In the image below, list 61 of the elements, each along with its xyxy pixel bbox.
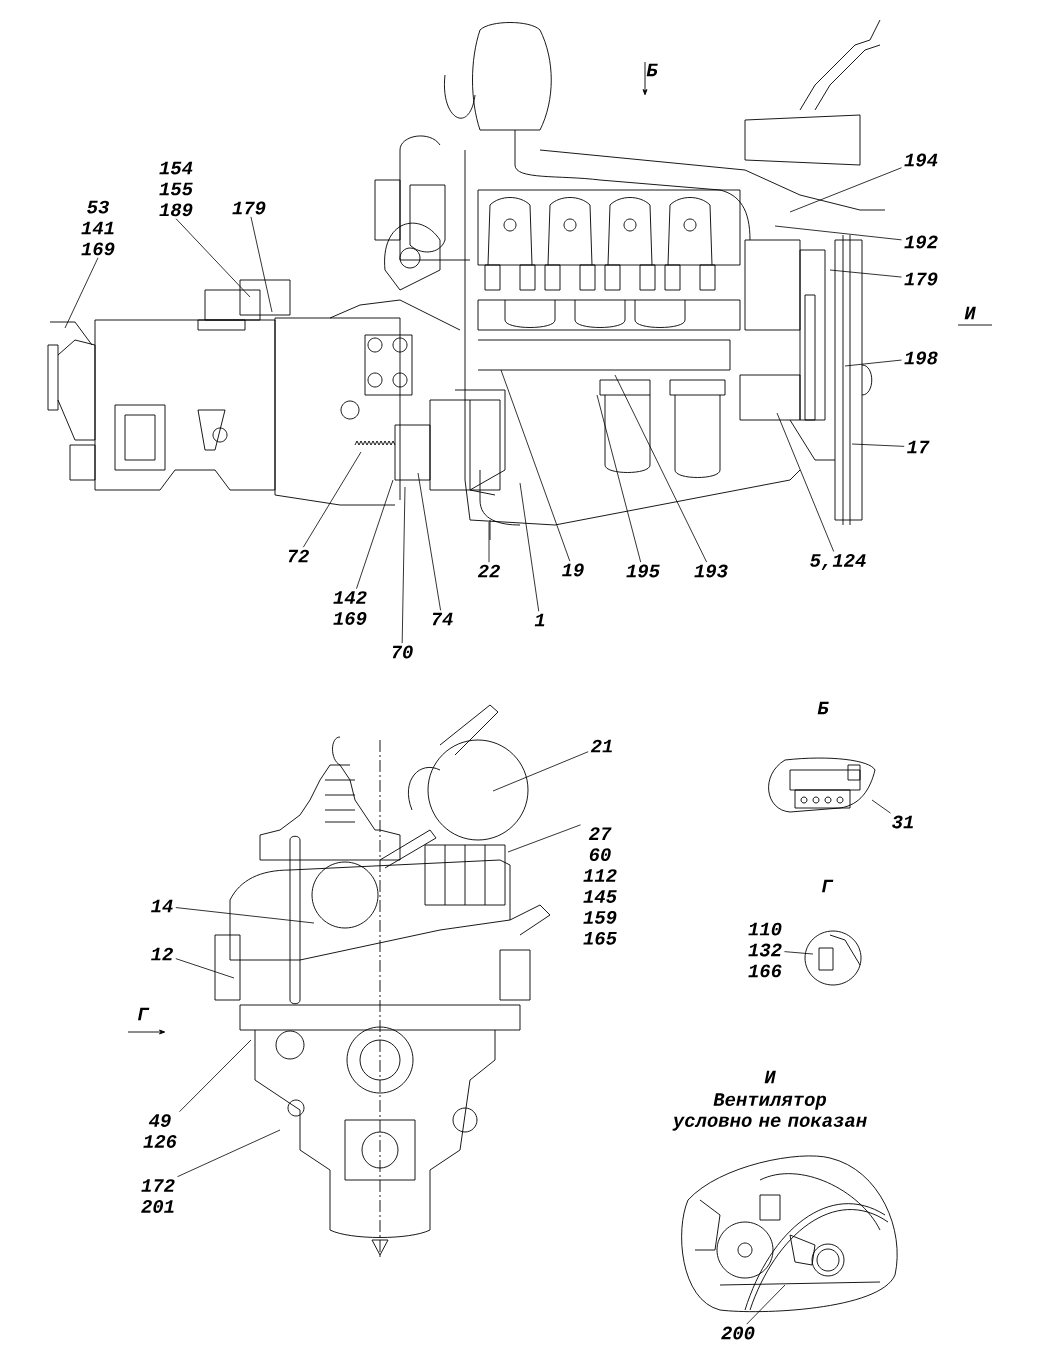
- callout-number: 74: [432, 612, 453, 626]
- view-title: Г: [822, 879, 834, 893]
- callout-number: 31: [892, 815, 913, 829]
- callout-number: 172 201: [141, 1179, 175, 1213]
- leader-line: [250, 216, 273, 313]
- leader-line: [175, 958, 235, 979]
- callout-number: 1: [534, 613, 545, 627]
- callout-number: 27 60 112 145 159 165: [583, 827, 617, 945]
- leader-line: [175, 218, 251, 298]
- view-letter: Г: [138, 1007, 150, 1021]
- leader-line: [500, 369, 571, 562]
- leader-line: [488, 521, 490, 563]
- callout-number: 195: [626, 564, 660, 578]
- callout-number: 192: [904, 235, 938, 249]
- leader-line: [179, 1039, 252, 1113]
- leader-line: [746, 1284, 786, 1325]
- leader-line: [401, 486, 406, 644]
- callout-number: 193: [694, 564, 728, 578]
- callout-number: 179: [904, 272, 938, 286]
- leader-line: [302, 451, 362, 548]
- leader-line: [789, 167, 902, 213]
- callout-number: 70: [392, 645, 413, 659]
- leader-line: [519, 482, 540, 612]
- callout-number: 198: [904, 351, 938, 365]
- callout-number: 49 126: [143, 1114, 177, 1148]
- callout-number: 179: [232, 201, 266, 215]
- view-title: И: [764, 1070, 776, 1084]
- callout-number: 194: [904, 153, 938, 167]
- note-text: Вентилятор условно не показан: [672, 1093, 867, 1131]
- leader-line: [356, 479, 394, 590]
- view-title: Б: [817, 701, 829, 715]
- callout-number: 200: [721, 1326, 755, 1340]
- callout-number: 19: [562, 563, 584, 577]
- view-letter: Б: [646, 63, 658, 77]
- leader-line: [844, 359, 902, 367]
- leader-line: [64, 257, 99, 329]
- callout-number: 142 169: [333, 591, 367, 625]
- leader-line: [871, 799, 891, 814]
- leader-line: [851, 443, 905, 447]
- leader-line: [417, 472, 441, 611]
- leader-line: [614, 374, 708, 563]
- view-letter: И: [964, 306, 976, 320]
- leader-line: [774, 225, 902, 241]
- leader-line: [784, 951, 814, 955]
- leader-line: [596, 394, 642, 563]
- callout-number: 72: [288, 549, 309, 563]
- leader-line: [177, 1129, 281, 1178]
- leader-line: [492, 751, 589, 792]
- leader-line: [507, 824, 581, 853]
- leader-line: [175, 907, 315, 924]
- leader-line: [776, 412, 835, 552]
- leader-line: [829, 269, 902, 278]
- callout-number: 22: [477, 564, 500, 578]
- callout-number: 53 141 169: [81, 200, 115, 256]
- callout-number: 21: [590, 739, 612, 753]
- callout-number: 14: [151, 899, 173, 913]
- callout-number: 110 132 166: [748, 922, 782, 978]
- callout-number: 5,124: [810, 554, 866, 570]
- callout-number: 17: [907, 440, 930, 454]
- callout-number: 154 155 189: [159, 161, 193, 217]
- callout-number: 12: [151, 947, 173, 961]
